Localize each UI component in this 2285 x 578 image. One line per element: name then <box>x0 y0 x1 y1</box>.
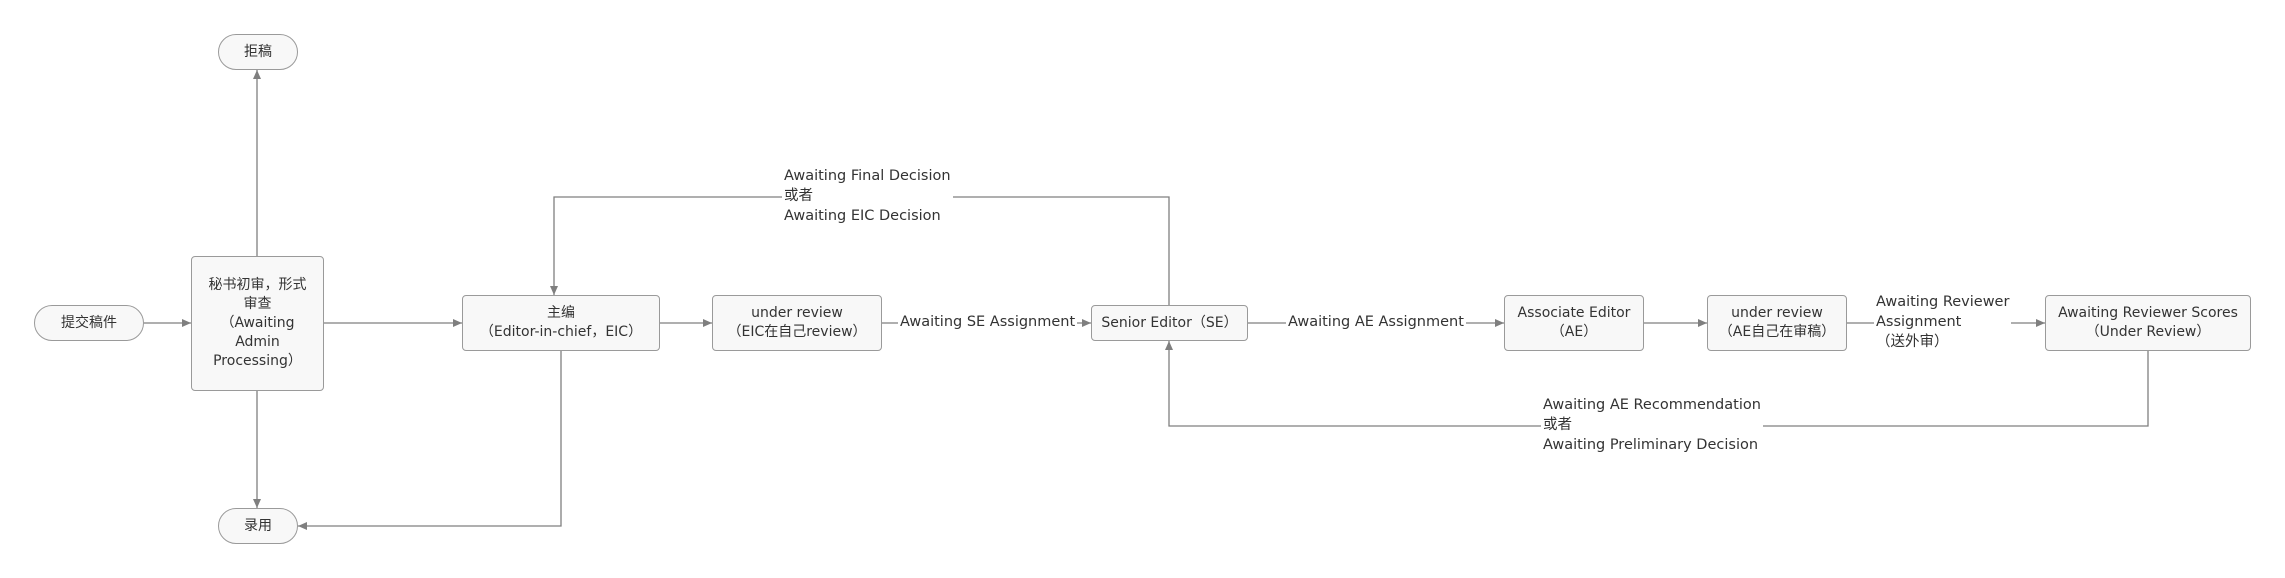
text-line: Senior Editor（SE） <box>1101 314 1238 331</box>
label-se-assignment: Awaiting SE Assignment <box>898 312 1078 332</box>
arrowhead <box>182 319 191 327</box>
text-line: （AE） <box>1550 324 1598 340</box>
text-line: 主编 <box>547 305 575 321</box>
text-line: Awaiting SE Assignment <box>900 314 1076 330</box>
edge-eic-to-accept <box>298 351 562 527</box>
arrowhead <box>253 70 261 79</box>
text-line: Associate Editor <box>1517 305 1631 321</box>
arrowhead <box>298 522 307 530</box>
text-line: Awaiting Final Decision <box>784 168 951 184</box>
node-senior-editor: Senior Editor（SE） <box>1091 305 1248 341</box>
text-line: （Under Review） <box>2085 324 2211 340</box>
node-reviewer-scores: Awaiting Reviewer Scores （Under Review） <box>2045 295 2251 351</box>
text-line: Awaiting AE Assignment <box>1288 314 1464 330</box>
node-reject: 拒稿 <box>218 34 298 70</box>
text-line: 录用 <box>244 517 272 534</box>
text-line: Assignment <box>1876 314 1962 330</box>
text-line: Awaiting Preliminary Decision <box>1543 437 1759 453</box>
text-line: Admin <box>235 334 280 350</box>
text-line: Processing） <box>213 353 302 369</box>
text-line: （送外审） <box>1876 334 1949 350</box>
text-line: （Editor-in-chief，EIC） <box>479 324 643 340</box>
arrowhead <box>550 286 558 295</box>
text-line: Awaiting Reviewer <box>1876 294 2010 310</box>
text-line: under review <box>1731 305 1823 321</box>
text-line: Awaiting AE Recommendation <box>1543 397 1761 413</box>
text-line: 拒稿 <box>244 43 272 60</box>
arrowhead <box>1495 319 1504 327</box>
label-final-decision: Awaiting Final Decision 或者 Awaiting EIC De… <box>782 166 953 226</box>
text-line: （Awaiting <box>220 315 295 331</box>
arrowhead <box>1165 341 1173 350</box>
node-ae-under-review: under review （AE自己在审稿） <box>1707 295 1847 351</box>
text-line: 审查 <box>243 296 272 312</box>
text-line: （AE自己在审稿） <box>1718 324 1836 340</box>
text-line: 或者 <box>1543 417 1572 433</box>
text-line: 或者 <box>784 188 813 204</box>
arrowhead <box>1082 319 1091 327</box>
text-line: Awaiting EIC Decision <box>784 208 941 224</box>
arrowhead <box>703 319 712 327</box>
node-associate-editor: Associate Editor （AE） <box>1504 295 1644 351</box>
node-editor-in-chief: 主编 （Editor-in-chief，EIC） <box>462 295 660 351</box>
text-line: 提交稿件 <box>61 314 117 331</box>
arrowhead <box>2036 319 2045 327</box>
arrowhead <box>253 499 261 508</box>
label-ae-recommendation: Awaiting AE Recommendation 或者 Awaiting Pre… <box>1541 395 1763 455</box>
label-ae-assignment: Awaiting AE Assignment <box>1286 312 1466 332</box>
node-accept: 录用 <box>218 508 298 544</box>
text-line: （EIC在自己review） <box>727 324 867 340</box>
node-submit: 提交稿件 <box>34 305 144 341</box>
node-eic-under-review: under review （EIC在自己review） <box>712 295 882 351</box>
text-line: under review <box>751 305 843 321</box>
arrowhead <box>1698 319 1707 327</box>
arrowhead <box>453 319 462 327</box>
text-line: 秘书初审，形式 <box>208 277 307 293</box>
text-line: Awaiting Reviewer Scores <box>2058 305 2238 321</box>
